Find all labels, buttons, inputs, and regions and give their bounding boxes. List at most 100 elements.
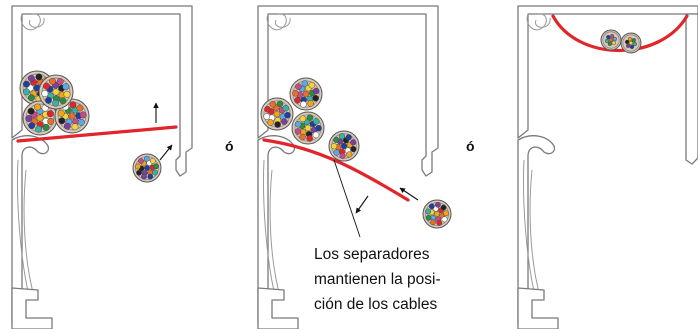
conductor [22,80,30,88]
conductor [52,99,60,107]
conductor [22,88,30,96]
insert-arrow [399,187,419,201]
conductor [71,123,79,131]
conductor [333,136,340,143]
conductor [629,44,635,50]
conductor [604,38,610,44]
conductor [632,41,638,47]
conductor [42,123,50,131]
conductor [62,83,70,91]
conductor [312,94,319,102]
conductor [606,34,611,40]
conductor [628,40,634,46]
conductor [152,169,158,176]
conductor [46,110,54,118]
down-arrow [355,195,369,214]
conductor [624,39,630,45]
conductor [282,104,290,112]
cable [328,130,360,162]
cable [422,199,452,229]
duct-profile [517,5,698,329]
conductor [28,122,36,130]
conductor [302,90,310,98]
separator-bar [551,14,689,53]
separator-bar [262,138,410,202]
separator-bar [16,125,178,143]
conductor [52,88,60,96]
conductor [27,74,35,82]
conductor [299,133,306,141]
cable-group [600,29,642,54]
conductor [57,109,65,117]
cable [620,32,642,54]
conductor [312,87,320,95]
conductor [45,96,52,104]
conductor [25,115,33,123]
conductor [69,101,77,109]
conductor [56,78,64,86]
conductor [77,118,85,126]
conductor [611,40,616,46]
caption-line-3: ción de los cables [314,296,437,313]
conductor [631,38,636,43]
conductor [138,158,144,164]
caption: Los separadores mantienen la posi- ción … [314,246,445,313]
conductor [626,43,631,48]
or-connector-2: ó [466,138,475,154]
panel-left [11,5,193,329]
conductor [284,111,291,119]
conductor [312,131,320,139]
conductor [141,173,147,180]
conductor [612,36,618,42]
conductor [264,106,271,113]
conductor [149,157,156,164]
cable-group [260,77,452,229]
conductor [627,36,633,42]
conductor [294,120,302,128]
conductor [430,219,436,226]
cable [291,111,325,145]
conductor [147,173,154,180]
conductor [307,100,314,107]
conductor [300,100,307,108]
conductor [58,117,66,125]
conductor [294,128,302,135]
conductor [263,113,271,120]
conductor [49,77,56,85]
conductor [143,155,150,162]
conductor [273,110,281,118]
conductor [136,169,142,176]
conductor [609,34,615,39]
conductor [63,122,71,130]
cable [289,77,323,111]
conductor [350,139,357,146]
conductor [304,124,312,132]
conductor [333,149,340,156]
conductor [340,142,348,150]
conductor [41,90,49,98]
panel-right [517,5,698,329]
leader-line [333,159,361,238]
conductor [345,134,352,141]
conductor [295,83,302,90]
conductor [79,111,87,119]
conductor [306,114,314,121]
conductor [425,208,432,215]
conductor [27,94,35,102]
cable [22,100,58,136]
conductor [308,81,316,89]
conductor [346,151,353,158]
conductor [42,82,50,90]
duct-profile [11,5,193,329]
conductor [68,112,76,120]
conductor [47,117,55,125]
conductor [27,107,35,115]
conductor [312,118,320,125]
conductor [280,118,288,125]
conductor [338,133,346,140]
conductor [63,90,71,98]
conductor [134,163,141,170]
cable [54,98,90,134]
conductor [331,143,338,150]
